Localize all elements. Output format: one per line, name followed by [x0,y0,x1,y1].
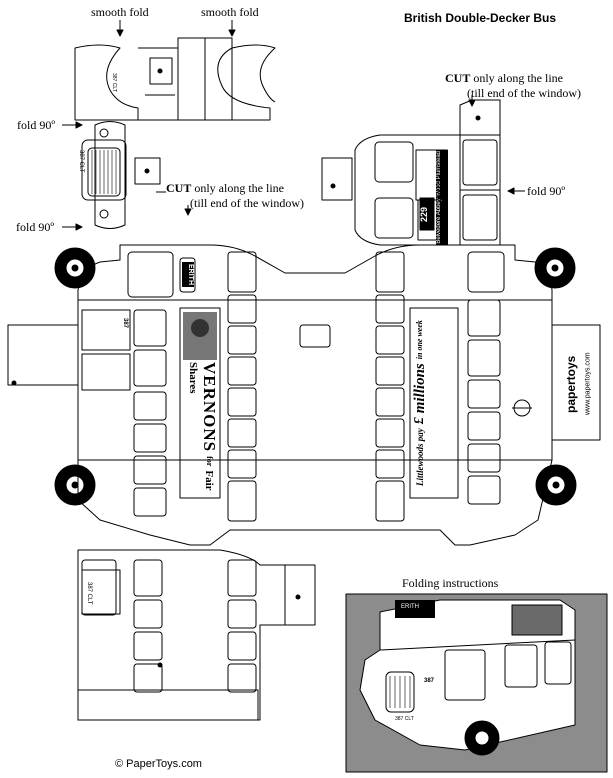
ad-left-brand: VERNONS [200,362,219,453]
front-plate: 387 CLT [78,150,84,173]
cut-instruction-front: CUT only along the line (till end of the… [166,181,304,211]
ad-left-line1: for [205,456,214,467]
fleet-number: 387 [122,318,128,329]
wheels [54,247,577,506]
bus-body [7,244,601,546]
photo-destination: ERITH [401,604,419,610]
lower-panel [77,549,316,721]
cut-line2: (till end of the window) [190,196,304,210]
brand-side: papertoys [564,355,578,413]
ad-right: Littlewoods pay £ millions in one week [412,312,456,494]
rear-destination: ERITH [436,180,443,201]
sheet-title: British Double-Decker Bus [404,11,557,25]
brand-url: www.papertoys.com [584,352,592,416]
photo-plate: 387 CLT [395,716,414,722]
copyright: © PaperToys.com [115,758,202,770]
folding-instructions-label: Folding instructions [402,576,499,590]
ad-left-line2: Fair Shares [187,362,215,491]
roof-piece [74,37,276,121]
ad-right-line2: £ [412,417,427,425]
ad-right-line4: in one week [415,320,424,360]
route-number: 229 [419,206,429,222]
ad-right-line3: millions [412,363,428,414]
cut-instruction-rear: CUT only along the line (till end of the… [445,71,581,101]
front-piece [81,121,161,229]
smooth-fold-label-right: smooth fold [201,5,259,19]
roof-plate: 387 CLT [111,73,117,92]
lower-plate: 387 CLT [86,582,92,605]
cut-line2: (till end of the window) [467,86,581,100]
smooth-fold-label-left: smooth fold [91,5,149,19]
cut-word: CUT [166,181,192,195]
ad-left: VERNONS for Fair Shares [184,362,219,496]
fold-90-label-front-bottom: fold 90º [16,220,55,234]
papertoys-brand-tab: papertoys www.papertoys.com [562,330,596,438]
rear-piece [321,99,501,246]
cut-rest: only along the line [191,181,284,195]
ad-right-line1: Littlewoods pay [415,428,425,486]
cut-word: CUT [445,71,471,85]
fold-90-label-front-top: fold 90º [17,118,56,132]
side-destination: ERITH [182,262,194,287]
folding-instruction-photo [345,593,608,773]
fold-90-label-rear: fold 90º [527,184,566,198]
cut-rest: only along the line [470,71,563,85]
photo-fleet-number: 387 [424,678,435,684]
left-side-windows [81,251,257,522]
